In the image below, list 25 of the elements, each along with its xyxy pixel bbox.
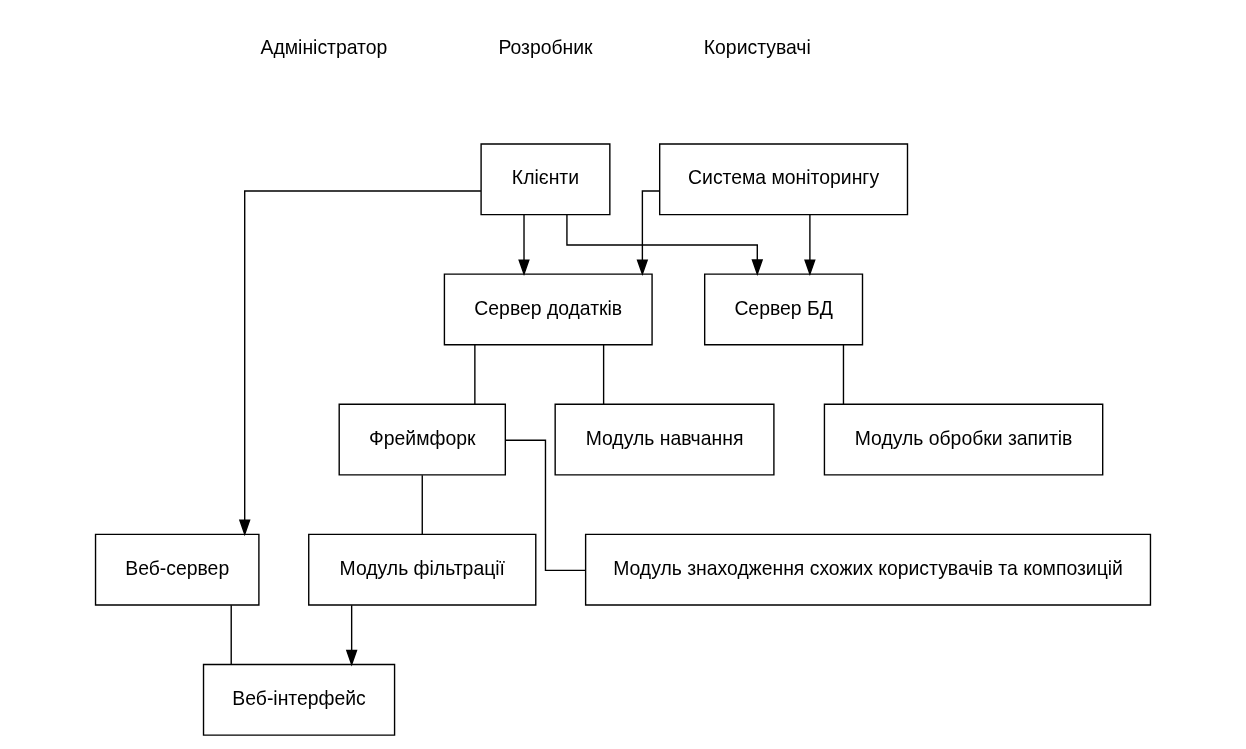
connector [602,344,605,405]
label: Адміністратор [260,36,388,59]
connector [230,604,232,666]
node-box: Система моніторингу [659,143,909,216]
node-box: Веб-інтерфейс [202,663,396,736]
arrow [566,214,764,276]
connector [474,344,476,405]
connector [505,439,586,572]
connector [842,344,845,405]
arrow [345,604,358,667]
label: Користувачі [703,36,811,59]
node-box: Веб-сервер [94,533,260,606]
node-box: Сервер БД [704,273,864,346]
node-box: Модуль знаходження схожих користувачів та композицій [584,533,1152,606]
arrow [518,214,530,276]
label: Розробник [498,36,593,59]
node-box: Модуль обробки запитів [823,403,1104,476]
node-box: Фреймфорк [338,403,506,476]
node-box: Модуль фільтрації [308,533,537,606]
node-box: Модуль навчання [554,403,775,476]
arrow [238,190,482,537]
node-box: Клієнти [480,143,611,216]
arrow [804,214,816,276]
connector [421,474,423,535]
node-box: Сервер додатків [443,273,653,346]
